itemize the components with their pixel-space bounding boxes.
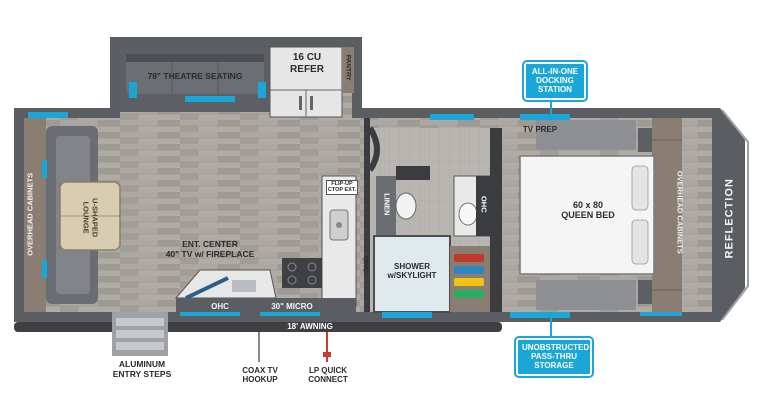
- windows: [28, 96, 570, 318]
- micro-label: 30" MICRO: [271, 302, 313, 311]
- overhead-cabinets-rear-label: OVERHEAD CABINETS: [25, 172, 35, 256]
- linen-label: LINEN: [382, 193, 392, 216]
- queen-bed-label: 60 x 80 QUEEN BED: [561, 200, 615, 221]
- theatre-seating-label: 78" THEATRE SEATING: [147, 71, 243, 81]
- docking-station-callout: ALL-IN-ONE DOCKING STATION: [524, 62, 586, 100]
- stove: [282, 258, 322, 288]
- ohc-kitchen-label: OHC: [361, 255, 371, 273]
- pantry-label: PANTRY: [344, 54, 352, 81]
- bathroom: [364, 118, 491, 313]
- awning: [14, 322, 502, 332]
- kitchen-island: [321, 175, 357, 307]
- bedroom: [490, 118, 712, 316]
- overhead-cabinets-front-label: OVERHEAD CABINETS: [675, 170, 685, 254]
- storage-bins: [454, 254, 484, 298]
- aluminum-steps-label: ALUMINUM ENTRY STEPS: [112, 359, 172, 379]
- top-slideout: [120, 46, 354, 118]
- tv-prep-label: TV PREP: [522, 125, 558, 134]
- lp-quick-connect-label: LP QUICK CONNECT: [308, 366, 348, 385]
- u-shaped-lounge-label: U-SHAPED LOUNGE: [82, 198, 100, 238]
- u-shaped-lounge-area: [24, 118, 121, 312]
- bottom-cabinets: [176, 298, 356, 316]
- brand-logo: REFLECTION: [723, 178, 736, 259]
- entry-steps: [112, 312, 168, 356]
- awning-label: 18' AWNING: [287, 322, 333, 331]
- ohc-bath-label: OHC: [479, 195, 489, 213]
- refer-label: 16 CU REFER: [290, 52, 324, 75]
- hookups: [258, 332, 331, 362]
- shower-label: SHOWER w/SKYLIGHT: [387, 262, 437, 281]
- flip-up-label: FLIP-UP CTOP EXT.: [326, 180, 358, 195]
- entertainment-center: [174, 269, 277, 300]
- ohc-bottom-label: OHC: [211, 302, 229, 311]
- coax-tv-label: COAX TV HOOKUP: [242, 366, 278, 385]
- pass-thru-storage-callout: UNOBSTRUCTED PASS-THRU STORAGE: [516, 338, 592, 376]
- ent-center-label: ENT. CENTER 40" TV w/ FIREPLACE: [165, 239, 255, 259]
